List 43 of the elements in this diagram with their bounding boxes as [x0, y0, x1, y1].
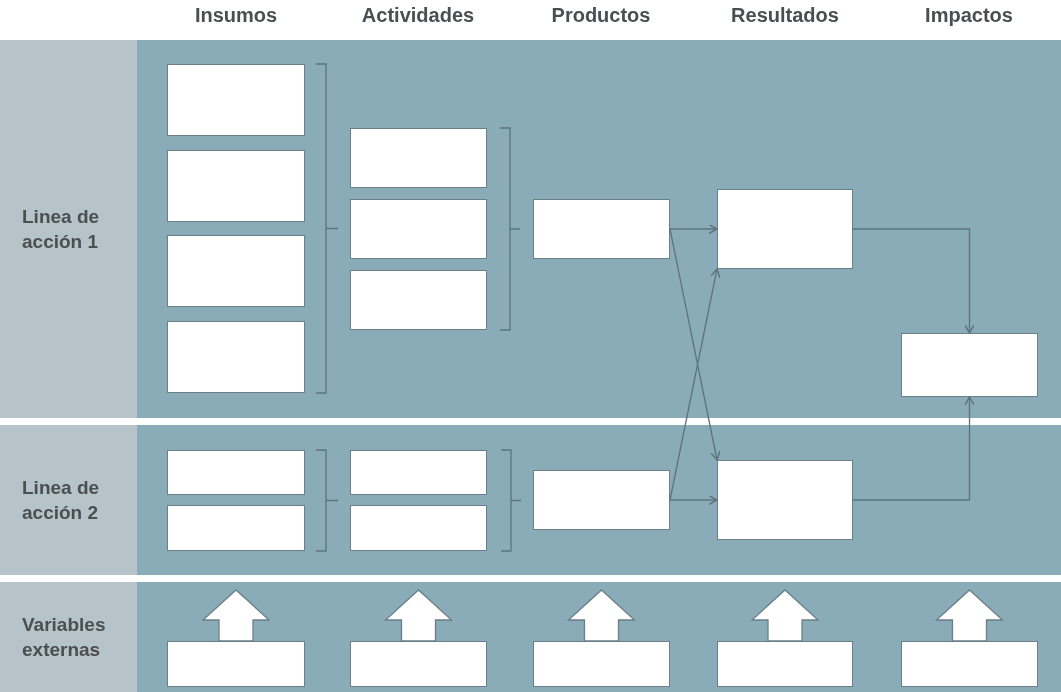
empty-box: [167, 235, 305, 307]
empty-box: [350, 505, 487, 551]
empty-box: [533, 641, 670, 687]
empty-box: [350, 641, 487, 687]
block-arrow: [383, 589, 454, 642]
empty-box: [901, 333, 1038, 397]
empty-box: [350, 450, 487, 495]
empty-box: [350, 270, 487, 330]
block-arrow: [201, 589, 271, 642]
empty-box: [167, 505, 305, 551]
arrow: [852, 396, 975, 501]
empty-box: [350, 199, 487, 259]
empty-box: [167, 641, 305, 687]
arrow: [852, 228, 975, 334]
block-arrow: [750, 589, 820, 642]
column-heading: Actividades: [361, 4, 475, 27]
empty-box: [167, 64, 305, 136]
empty-box: [533, 470, 670, 530]
arrow: [669, 223, 718, 235]
row-label: Linea de acción 2: [0, 425, 137, 575]
empty-box: [901, 641, 1038, 687]
column-heading: Resultados: [731, 4, 839, 27]
empty-box: [533, 199, 670, 259]
block-arrow: [934, 589, 1005, 642]
arrow: [669, 228, 721, 461]
empty-box: [717, 641, 853, 687]
row-band: [0, 425, 1061, 575]
empty-box: [167, 150, 305, 222]
empty-box: [350, 128, 487, 188]
row-label: Linea de acción 1: [0, 40, 137, 418]
empty-box: [717, 460, 853, 540]
column-heading: Productos: [551, 4, 651, 27]
arrow: [669, 494, 718, 506]
column-heading: Insumos: [194, 4, 278, 27]
arrow: [669, 268, 721, 501]
row-band: [0, 40, 1061, 418]
block-arrow: [566, 589, 637, 642]
empty-box: [717, 189, 853, 269]
empty-box: [167, 321, 305, 393]
column-heading: Impactos: [925, 4, 1013, 27]
row-label: Variables externas: [0, 582, 137, 692]
empty-box: [167, 450, 305, 495]
row-band: [0, 582, 1061, 692]
